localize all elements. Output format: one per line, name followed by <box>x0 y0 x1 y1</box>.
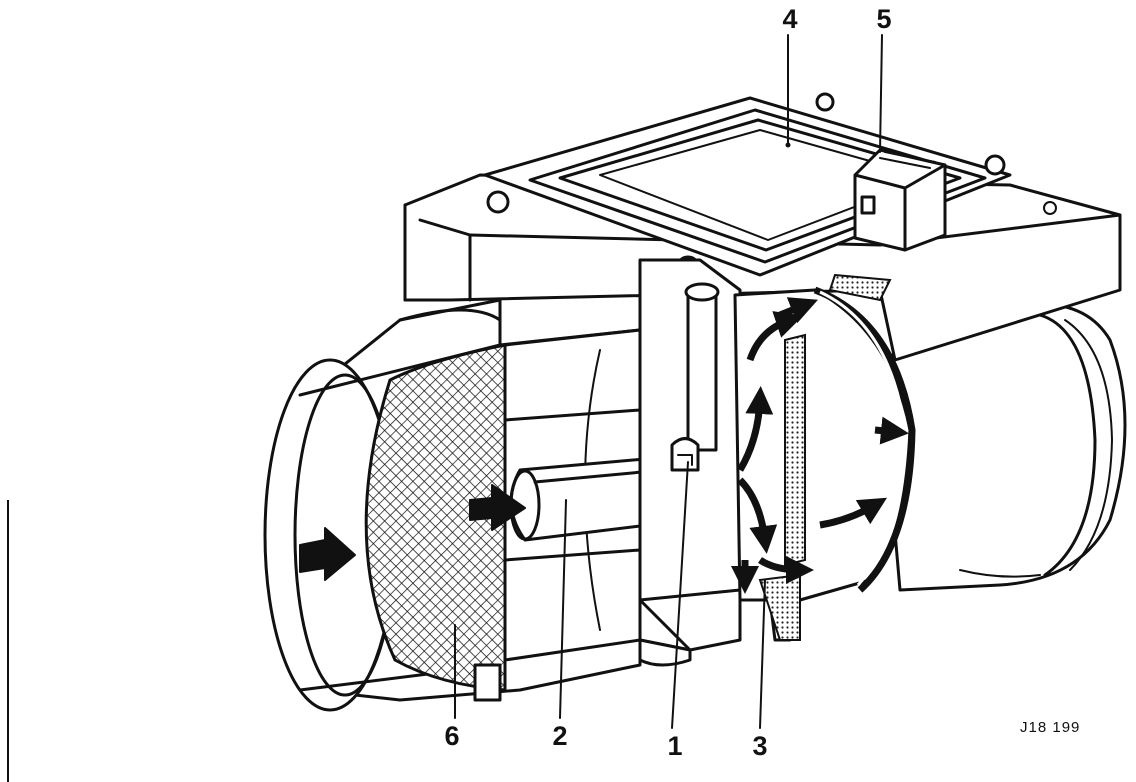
hot-wire-post <box>638 258 742 652</box>
housing-feet <box>473 638 692 702</box>
label-5: 5 <box>876 4 891 34</box>
airflow-arrows <box>299 297 909 594</box>
reference-code: J18 199 <box>1020 719 1080 736</box>
label-1: 1 <box>667 731 682 761</box>
label-4: 4 <box>782 4 797 34</box>
outlet-housing <box>878 302 1127 592</box>
intake-mesh <box>364 343 507 692</box>
label-3: 3 <box>752 731 767 761</box>
label-2: 2 <box>552 721 567 751</box>
leader-lines <box>454 34 883 729</box>
electrical-connector <box>853 148 947 252</box>
measuring-chamber <box>733 273 916 642</box>
label-6: 6 <box>444 721 459 751</box>
